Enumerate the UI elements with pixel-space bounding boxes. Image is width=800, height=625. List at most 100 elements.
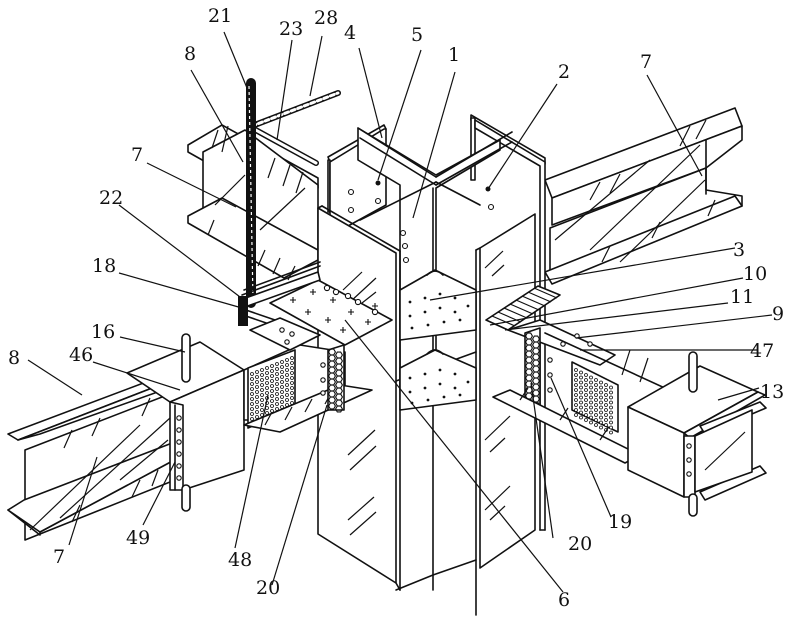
label-22: 22 [99,187,123,209]
label-16: 16 [91,321,115,343]
mesh-hole [255,405,259,409]
label-9: 9 [772,303,784,325]
mesh-hole [260,388,264,392]
mesh-hole [275,392,279,396]
mesh-hole [609,415,613,420]
mesh-hole [599,410,603,415]
label-23: 23 [279,18,303,40]
mesh-hole [265,411,269,415]
mesh-hole [584,378,588,382]
label-13: 13 [760,381,784,403]
mesh-hole [589,400,593,405]
mesh-hole [260,373,264,377]
label-20-left: 20 [256,577,280,599]
mesh-hole [285,373,289,377]
mesh-hole [599,390,603,395]
label-5: 5 [411,24,423,46]
mesh-hole [285,383,289,387]
mesh-hole [594,393,598,397]
mesh-hole [574,393,578,397]
label-18: 18 [92,255,116,277]
mesh-hole [589,420,593,425]
mesh-hole [609,430,613,435]
mesh-hole [260,393,264,397]
mesh-hole [290,396,294,400]
mesh-hole [589,415,593,420]
mesh-hole [270,394,274,398]
mesh-hole [589,410,593,415]
mesh-hole [579,410,583,415]
mesh-hole [290,381,294,385]
stud-right [688,351,698,393]
mesh-hole [579,395,583,400]
mesh-hole [584,403,588,407]
mesh-hole [579,390,583,395]
mesh-hole [604,423,608,427]
mesh-hole [260,383,264,387]
mesh-hole [599,385,603,390]
mesh-hole [290,391,294,395]
mesh-hole [599,395,603,400]
mesh-hole [280,370,284,374]
connector-box-13 [627,351,767,517]
mesh-hole [574,398,578,402]
mesh-hole [579,370,583,375]
mesh-hole [250,382,254,386]
mesh-hole [604,388,608,392]
mesh-hole [574,408,578,412]
mesh-hole [574,403,578,407]
mesh-hole [589,380,593,385]
mesh-hole [265,366,269,370]
honeycomb-cell [334,405,344,413]
mesh-hole [255,380,259,384]
label-7-top-right: 7 [640,51,652,73]
mesh-hole [250,377,254,381]
label-21: 21 [208,5,232,27]
mesh-hole [604,393,608,397]
mesh-hole [265,381,269,385]
bracket-18-22 [238,261,321,327]
mesh-hole [579,385,583,390]
mesh-hole [275,362,279,366]
label-47: 47 [750,340,774,362]
mesh-hole [275,377,279,381]
mesh-hole [574,373,578,377]
leader-lines [27,31,773,593]
mesh-hole [574,383,578,387]
mesh-hole [584,413,588,417]
mesh-hole [609,390,613,395]
label-6: 6 [558,589,570,611]
mesh-hole [250,417,254,421]
mesh-hole [584,398,588,402]
mesh-hole [604,383,608,387]
mesh-hole [574,368,578,372]
label-28: 28 [314,7,338,29]
mesh-hole [599,405,603,410]
mesh-hole [270,369,274,373]
rebar-28 [249,90,341,129]
mesh-hole [280,380,284,384]
mesh-hole [250,407,254,411]
mesh-hole [250,387,254,391]
beam-left-inner [243,317,373,433]
honeycomb-cell [327,402,337,410]
beam-upper-right [544,107,743,285]
mesh-hole [584,393,588,397]
mesh-hole [255,400,259,404]
mesh-hole [579,380,583,385]
label-4: 4 [344,22,356,44]
mesh-hole [260,408,264,412]
mesh-hole [290,366,294,370]
mesh-hole [584,418,588,422]
mesh-hole [579,405,583,410]
label-8-top-left: 8 [184,43,196,65]
mesh-hole [290,361,294,365]
beam-right-inner [492,319,681,464]
mesh-hole [599,425,603,430]
rebar-21 [246,78,256,308]
mesh-hole [604,418,608,422]
mesh-hole [250,392,254,396]
mesh-hole [599,420,603,425]
mesh-hole [250,397,254,401]
mesh-hole [260,368,264,372]
